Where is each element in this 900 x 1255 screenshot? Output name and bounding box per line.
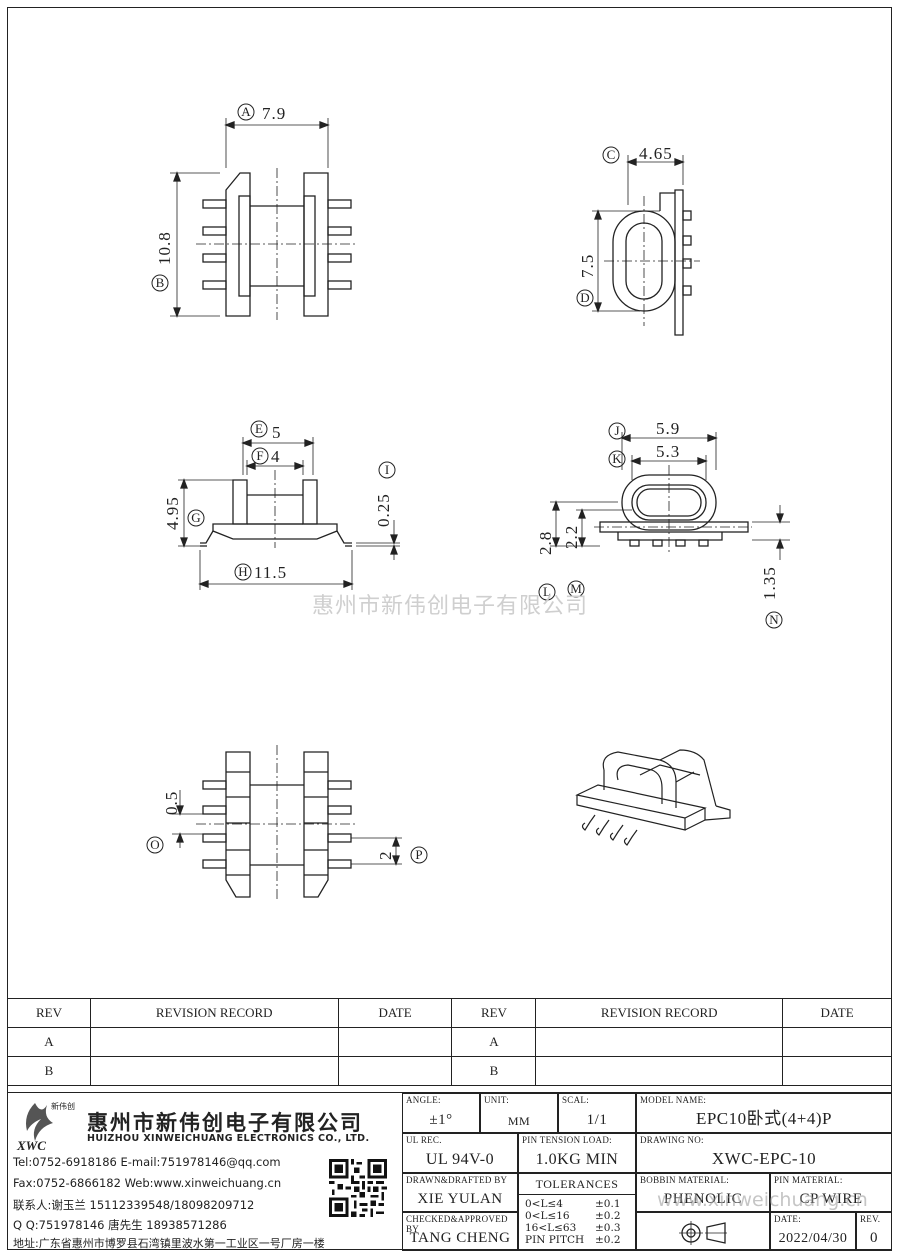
date-cell (337, 1027, 453, 1057)
dim-M-value: 2.2 (562, 525, 581, 549)
rev-cell: A (451, 1027, 537, 1057)
company-name-en: HUIZHOU XINWEICHUANG ELECTRONICS CO., LT… (87, 1133, 370, 1144)
ul-rec-cell: UL REC.UL 94V-0 (402, 1133, 518, 1173)
dim-F-value: 4 (271, 447, 281, 466)
dim-B-letter: B (156, 275, 165, 290)
scale-cell: SCAL:1/1 (558, 1093, 636, 1133)
front-view (178, 437, 400, 590)
dim-E-value: 5 (272, 423, 282, 442)
side-view-cd (592, 155, 700, 336)
rev-cell: REV.0 (856, 1212, 892, 1251)
dim-L-value: 2.8 (536, 531, 555, 555)
dim-K-letter: K (612, 451, 622, 466)
revision-record-header: REVISION RECORD (535, 998, 784, 1028)
tolerances-title: TOLERANCES (535, 1177, 619, 1191)
dim-H-letter: H (238, 564, 247, 579)
dim-N-letter: N (769, 612, 779, 627)
dim-H-value: 11.5 (254, 563, 287, 582)
dim-E-letter: E (255, 421, 263, 436)
date-cell: DATE:2022/04/30 (770, 1212, 856, 1251)
dim-A-value: 7.9 (262, 104, 286, 123)
record-cell (535, 1027, 784, 1057)
tel-line: Tel:0752-6918186 E-mail:751978146@qq.com (13, 1155, 281, 1169)
revision-record-header: REVISION RECORD (89, 998, 339, 1028)
date-cell (782, 1056, 892, 1086)
technical-drawing: A 7.9 B 10.8 C 4.65 D 7.5 E 5 F 4 G 4.95… (146, 103, 790, 902)
dim-J-letter: J (614, 423, 619, 438)
bottom-view (172, 745, 402, 902)
revision-header-row: REV REVISION RECORD DATE REV REVISION RE… (7, 998, 892, 1028)
revision-table: REV REVISION RECORD DATE REV REVISION RE… (7, 998, 892, 1086)
dimension-labels: A 7.9 B 10.8 C 4.65 D 7.5 E 5 F 4 G 4.95… (146, 103, 783, 864)
fax-line: Fax:0752-6866182 Web:www.xinweichuang.cn (13, 1176, 282, 1190)
qr-code-icon (329, 1159, 387, 1217)
projection-symbol-icon (679, 1221, 727, 1245)
dim-N-value: 1.35 (760, 566, 779, 600)
address-line: 地址:广东省惠州市博罗县石湾镇里波水第一工业区一号厂房一楼 (13, 1237, 325, 1250)
title-block: XWC 新伟创 惠州市新伟创电子有限公司 HUIZHOU XINWEICHUAN… (7, 1092, 892, 1251)
rev-cell: B (451, 1056, 537, 1086)
end-view (550, 432, 790, 560)
dim-C-value: 4.65 (639, 144, 673, 163)
record-cell (535, 1056, 784, 1086)
company-panel: XWC 新伟创 惠州市新伟创电子有限公司 HUIZHOU XINWEICHUAN… (7, 1093, 402, 1251)
dim-C-letter: C (607, 147, 616, 162)
dim-P-value: 2 (376, 851, 395, 861)
company-name-cn: 惠州市新伟创电子有限公司 (87, 1111, 363, 1135)
dim-L-letter: L (543, 584, 551, 599)
logo-text: XWC (16, 1138, 46, 1153)
logo-small-text: 新伟创 (51, 1101, 75, 1111)
dim-I-letter: I (385, 462, 389, 477)
dim-M-letter: M (570, 581, 582, 596)
projection-symbol-cell (636, 1212, 770, 1251)
record-cell (89, 1056, 339, 1086)
tolerance-line: 0<L≤16±0.2 (525, 1210, 621, 1222)
rev-header: REV (451, 998, 537, 1028)
angle-cell: ANGLE:±1° (402, 1093, 480, 1133)
contact-line: 联系人:谢玉兰 15112339548/18098209712 (13, 1198, 255, 1212)
unit-cell: UNIT:MM (480, 1093, 558, 1133)
bobbin-material-cell: BOBBIN MATERIAL:PHENOLIC (636, 1173, 770, 1212)
company-logo-icon: XWC 新伟创 (16, 1101, 75, 1153)
tolerance-line: 0<L≤4±0.1 (525, 1198, 621, 1210)
tolerance-line: 16<L≤63±0.3 (525, 1222, 621, 1234)
dim-O-letter: O (150, 837, 159, 852)
date-cell (782, 1027, 892, 1057)
rev-cell: B (7, 1056, 91, 1086)
rev-header: REV (7, 998, 91, 1028)
dim-F-letter: F (256, 448, 263, 463)
date-cell (337, 1056, 453, 1086)
dim-O-value: 0.5 (162, 791, 181, 815)
top-view (170, 118, 358, 320)
drawing-no-cell: DRAWING NO:XWC-EPC-10 (636, 1133, 892, 1173)
dim-A-letter: A (241, 104, 251, 119)
sheet-border (7, 7, 892, 1250)
tolerance-line: PIN PITCH±0.2 (525, 1234, 621, 1246)
dim-B-value: 10.8 (155, 231, 174, 265)
revision-row: A A (7, 1027, 892, 1057)
record-cell (89, 1027, 339, 1057)
dim-G-letter: G (191, 510, 200, 525)
dim-K-value: 5.3 (656, 442, 680, 461)
dim-I-value: 0.25 (374, 493, 393, 527)
rev-cell: A (7, 1027, 91, 1057)
dim-D-value: 7.5 (578, 254, 597, 278)
date-header: DATE (782, 998, 892, 1028)
model-name-cell: MODEL NAME:EPC10卧式(4+4)P (636, 1093, 892, 1133)
date-header: DATE (337, 998, 453, 1028)
revision-row: B B (7, 1056, 892, 1086)
dim-P-letter: P (415, 847, 422, 862)
dim-D-letter: D (580, 290, 589, 305)
tolerances-cell: TOLERANCES 0<L≤4±0.1 0<L≤16±0.2 16<L≤63±… (518, 1173, 636, 1251)
dim-G-value: 4.95 (163, 496, 182, 530)
watermark-company: 惠州市新伟创电子有限公司 (311, 594, 588, 619)
isometric-view (575, 749, 731, 846)
dim-J-value: 5.9 (656, 419, 680, 438)
pin-material-cell: PIN MATERIAL:CP WIRE (770, 1173, 892, 1212)
pin-tension-cell: PIN TENSION LOAD:1.0KG MIN (518, 1133, 636, 1173)
qq-line: Q Q:751978146 唐先生 18938571286 (13, 1218, 227, 1232)
